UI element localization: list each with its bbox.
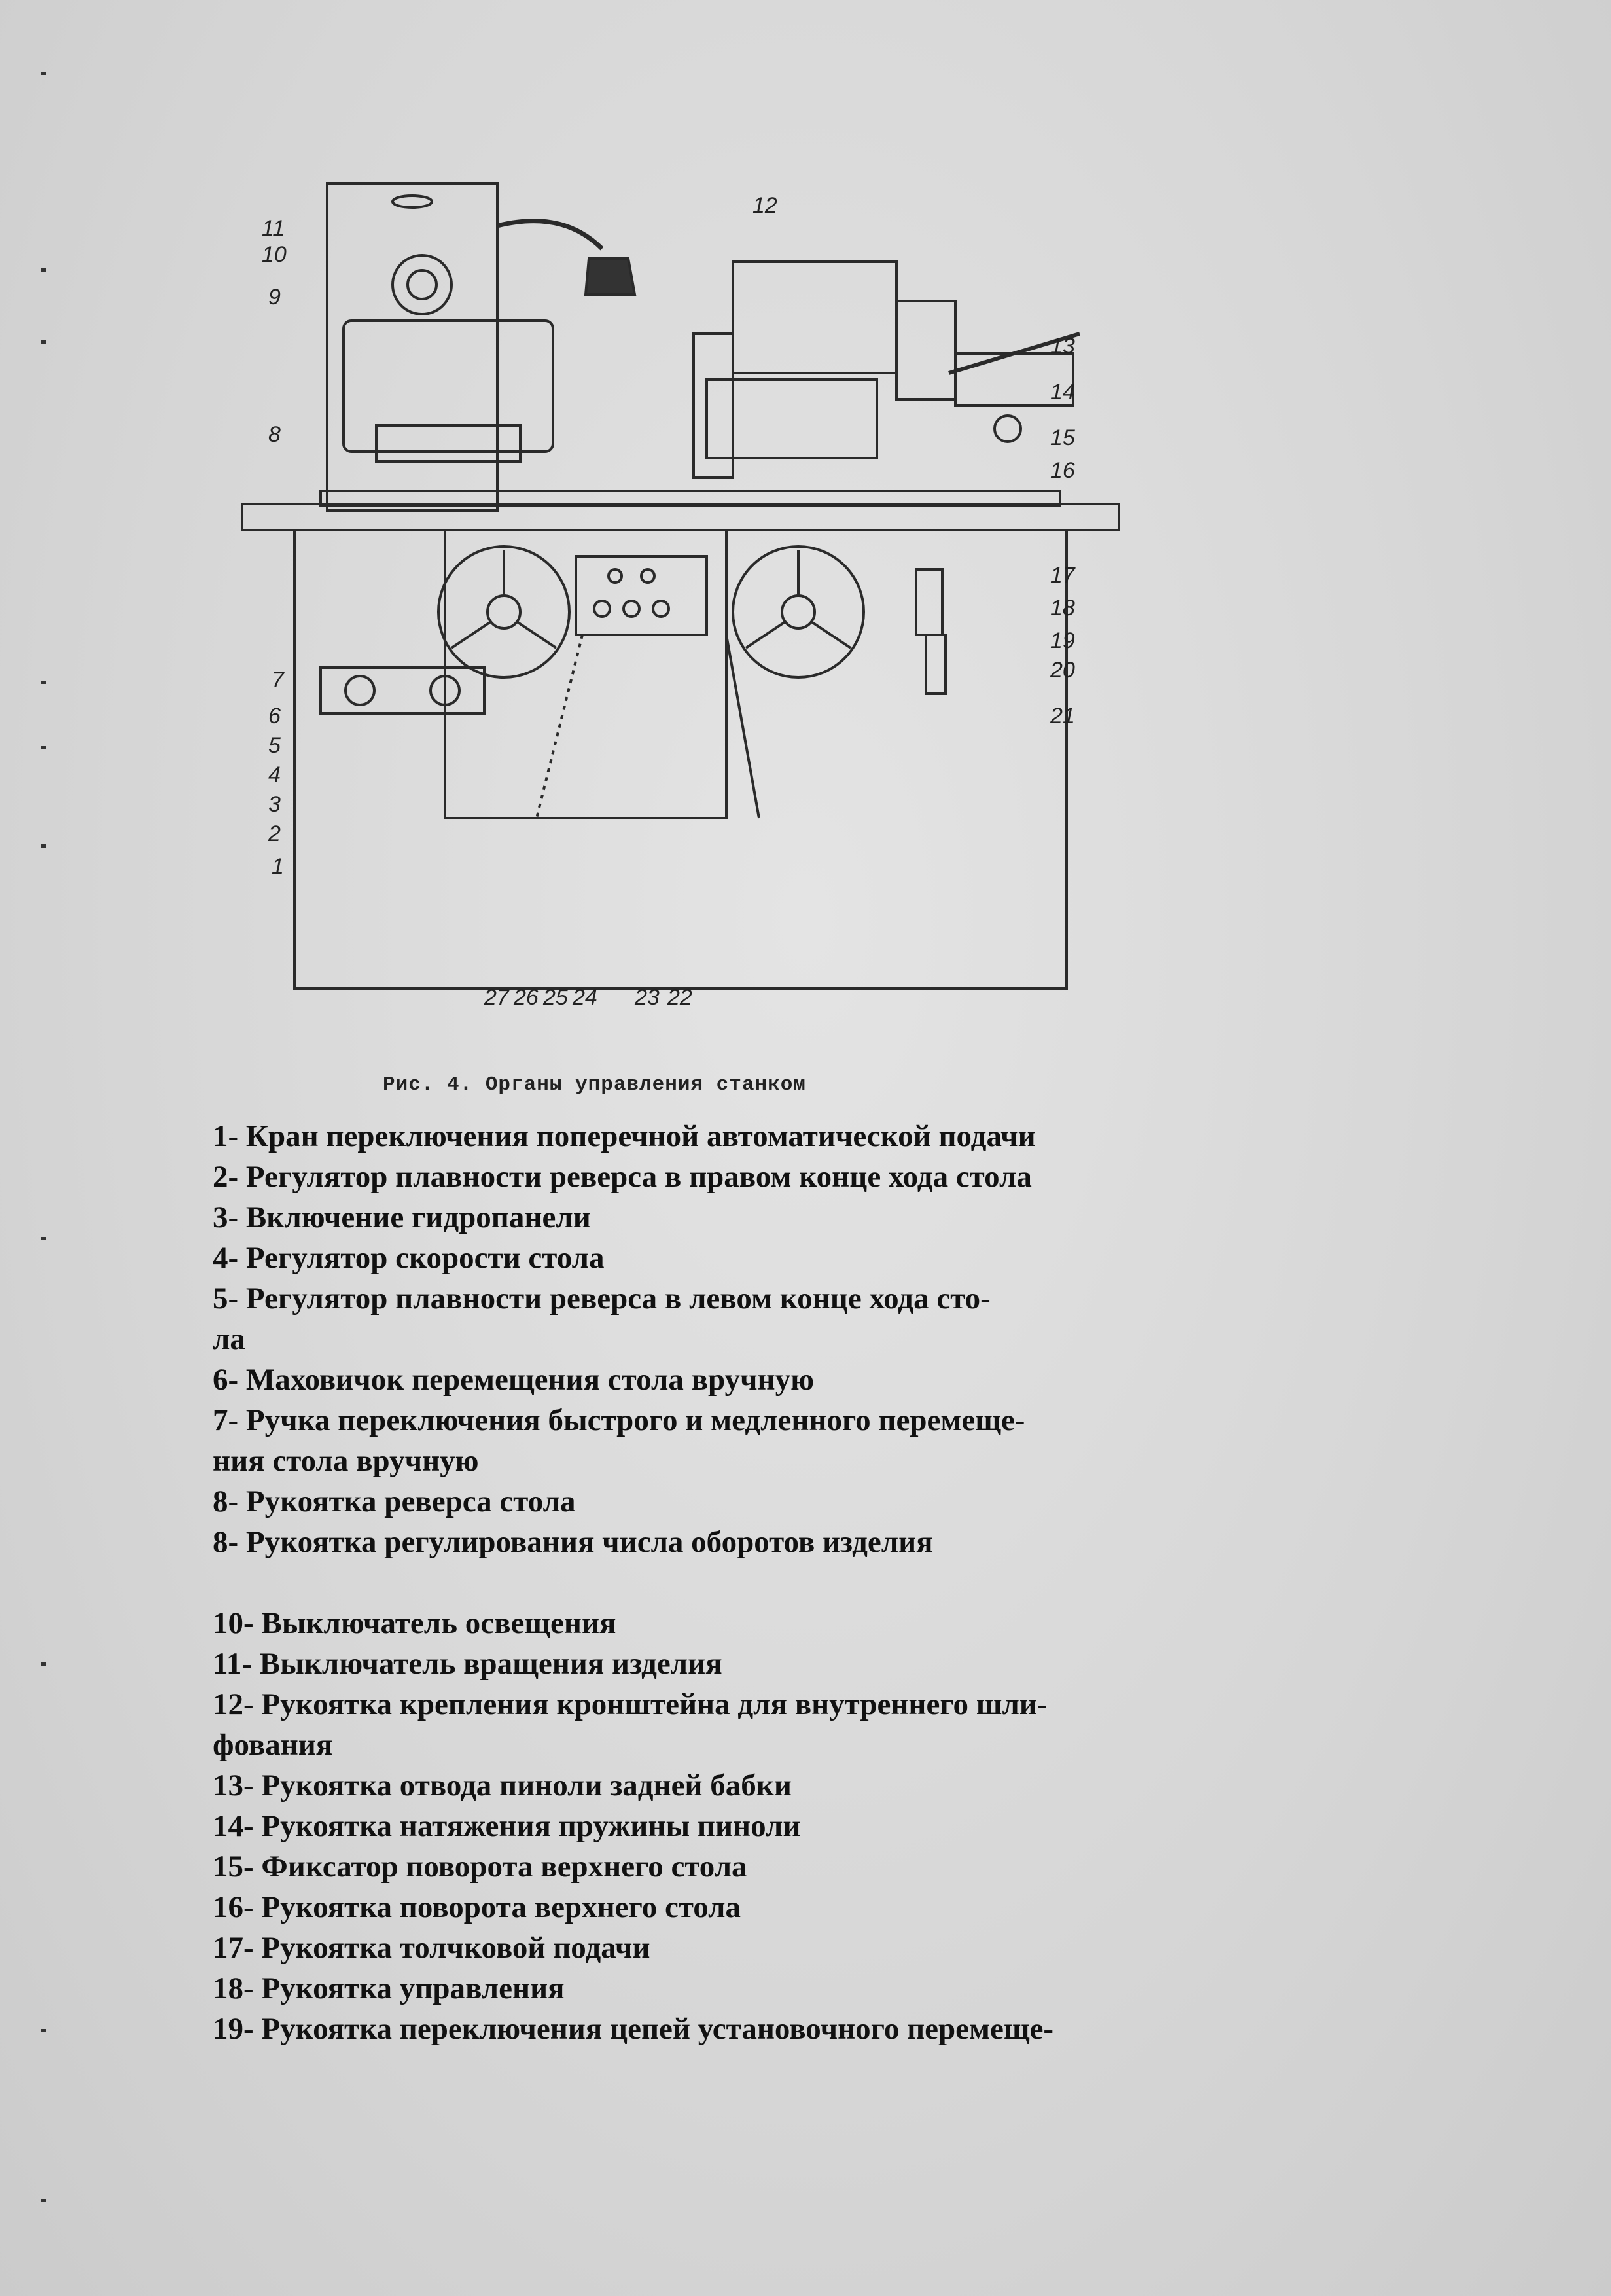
callout-17: 17 [1050, 563, 1076, 588]
legend-item: 13- Рукоятка отвода пиноли задней бабки [213, 1768, 792, 1803]
callout-16: 16 [1050, 458, 1075, 483]
dial-9 [391, 254, 453, 315]
callout-23: 23 [634, 985, 660, 1010]
callout-5: 5 [268, 733, 281, 758]
legend-item: фования [213, 1728, 333, 1762]
legend-item: ния стола вручную [213, 1444, 479, 1478]
margin-mark [41, 72, 46, 75]
margin-mark [41, 1662, 46, 1666]
figure-caption: Рис. 4. Органы управления станком [383, 1073, 806, 1096]
handwheel-left [437, 545, 571, 679]
legend-item: 3- Включение гидропанели [213, 1200, 591, 1234]
machine-base [293, 529, 1068, 990]
callout-2: 2 [268, 821, 281, 846]
wheelhead [732, 260, 898, 374]
legend-item: 8- Рукоятка регулирования числа оборотов… [213, 1525, 933, 1559]
callout-27: 27 [484, 985, 510, 1010]
lamp-arm [497, 219, 604, 251]
callout-11: 11 [262, 216, 285, 241]
margin-mark [41, 2199, 46, 2202]
margin-mark [41, 2029, 46, 2032]
margin-mark [41, 746, 46, 749]
legend-item: 8- Рукоятка реверса стола [213, 1484, 576, 1518]
legend-item: 16- Рукоятка поворота верхнего стола [213, 1890, 741, 1924]
callout-6: 6 [268, 704, 281, 728]
legend-item: 10- Выключатель освещения [213, 1606, 616, 1640]
margin-mark [41, 1237, 46, 1240]
handwheel-right [732, 545, 865, 679]
legend-item: 11- Выключатель вращения изделия [213, 1647, 722, 1681]
legend-item [213, 1562, 1207, 1603]
machine-drawing-svg: 11 10 9 8 7 6 5 4 3 2 1 12 13 14 15 16 1… [241, 182, 1120, 1010]
callout-18: 18 [1050, 596, 1075, 620]
legend-item: 1- Кран переключения поперечной автомати… [213, 1119, 1036, 1153]
callout-15: 15 [1050, 425, 1075, 450]
legend-item: 2- Регулятор плавности реверса в правом … [213, 1160, 1032, 1194]
motor [342, 319, 554, 453]
callout-12: 12 [752, 193, 777, 218]
margin-mark [41, 340, 46, 344]
callout-22: 22 [667, 985, 692, 1010]
control-panel [575, 555, 708, 636]
legend-item: 6- Маховичок перемещения стола вручную [213, 1363, 815, 1397]
callout-8: 8 [268, 422, 281, 447]
legend-item: ла [213, 1322, 245, 1356]
callout-20: 20 [1050, 658, 1075, 683]
callout-7: 7 [272, 668, 285, 692]
legend-item: 12- Рукоятка крепления кронштейна для вн… [213, 1687, 1048, 1721]
lower-panel [319, 666, 486, 715]
legend-item: 7- Ручка переключения быстрого и медленн… [213, 1403, 1025, 1437]
callout-21: 21 [1050, 704, 1075, 728]
callout-9: 9 [268, 285, 281, 310]
legend-item: 14- Рукоятка натяжения пружины пиноли [213, 1809, 801, 1843]
margin-mark [41, 681, 46, 684]
callout-26: 26 [513, 985, 539, 1010]
callout-3: 3 [268, 792, 281, 817]
margin-mark [41, 844, 46, 848]
legend-list: 1- Кран переключения поперечной автомати… [213, 1116, 1207, 2049]
legend-item: 19- Рукоятка переключения цепей установо… [213, 2012, 1054, 2046]
callout-4: 4 [268, 762, 281, 787]
machine-drawing: 11 10 9 8 7 6 5 4 3 2 1 12 13 14 15 16 1… [222, 164, 1125, 1014]
legend-item: 4- Регулятор скорости стола [213, 1241, 605, 1275]
callout-1: 1 [272, 854, 284, 879]
callout-13: 13 [1050, 334, 1075, 359]
legend-item: 15- Фиксатор поворота верхнего стола [213, 1850, 747, 1884]
table [241, 503, 1120, 531]
legend-item: 17- Рукоятка толчковой подачи [213, 1931, 650, 1965]
margin-mark [41, 268, 46, 272]
callout-19: 19 [1050, 628, 1075, 653]
callout-25: 25 [542, 985, 568, 1010]
legend-item: 18- Рукоятка управления [213, 1971, 565, 2005]
lamp-icon [584, 257, 637, 296]
column [326, 182, 499, 512]
callout-24: 24 [572, 985, 597, 1010]
callout-14: 14 [1050, 380, 1075, 404]
legend-item: 5- Регулятор плавности реверса в левом к… [213, 1282, 991, 1316]
callout-10: 10 [262, 242, 287, 267]
